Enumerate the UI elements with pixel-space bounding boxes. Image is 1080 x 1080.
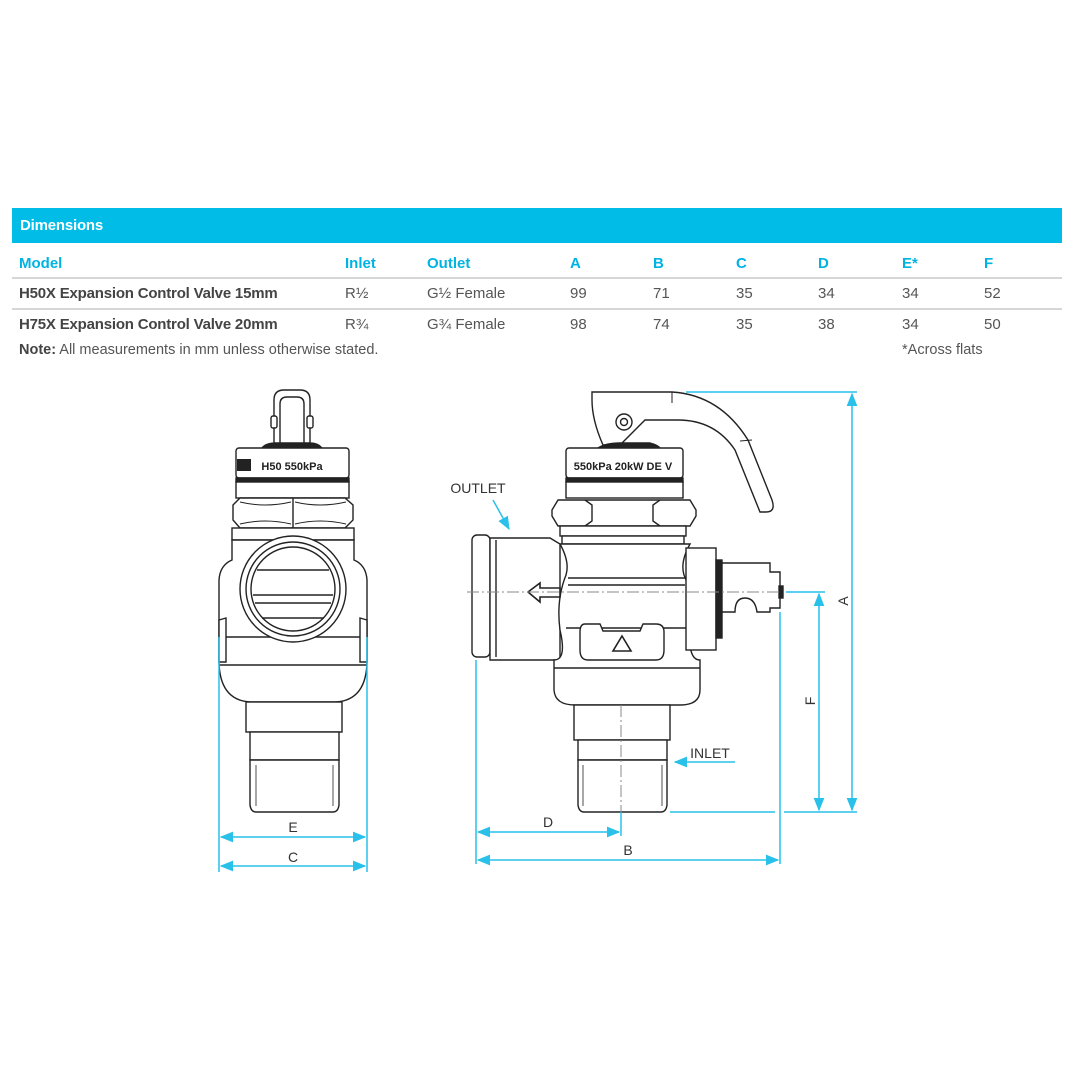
dimension-e-label: E	[288, 819, 297, 835]
outlet-callout-label: OUTLET	[450, 480, 506, 496]
cell-e: 34	[902, 285, 919, 302]
dimension-d-label: D	[543, 814, 553, 830]
cell-inlet: R¾	[345, 316, 369, 333]
header-f: F	[984, 255, 994, 272]
front-cap-marking: H50 550kPa	[261, 461, 323, 473]
dimension-c-label: C	[288, 849, 298, 865]
front-cap-mark-block	[237, 459, 251, 471]
header-e: E*	[902, 255, 918, 272]
cell-b: 74	[653, 316, 670, 333]
front-dimension-lines	[218, 637, 368, 872]
dimensions-table: Model Inlet Outlet A B C D E* F H50X Exp…	[12, 248, 1062, 339]
cell-model: H75X Expansion Control Valve 20mm	[19, 316, 278, 333]
header-c: C	[736, 255, 747, 272]
cell-d: 38	[818, 316, 835, 333]
table-row: H75X Expansion Control Valve 20mm R¾ G¾ …	[12, 310, 1062, 339]
across-flats-footnote: *Across flats	[902, 342, 983, 358]
front-view-valve	[218, 389, 368, 813]
dimensions-header-bar: Dimensions	[12, 208, 1062, 243]
cell-c: 35	[736, 285, 753, 302]
cell-b: 71	[653, 285, 670, 302]
cell-c: 35	[736, 316, 753, 333]
header-a: A	[570, 255, 581, 272]
cell-model: H50X Expansion Control Valve 15mm	[19, 285, 278, 302]
note-text: All measurements in mm unless otherwise …	[56, 342, 379, 358]
cell-inlet: R½	[345, 285, 369, 302]
cell-outlet: G½ Female	[427, 285, 506, 302]
inlet-callout-label: INLET	[690, 745, 730, 761]
dimension-b-label: B	[623, 842, 632, 858]
cell-a: 99	[570, 285, 587, 302]
cell-a: 98	[570, 316, 587, 333]
table-row: H50X Expansion Control Valve 15mm R½ G½ …	[12, 279, 1062, 310]
header-inlet: Inlet	[345, 255, 376, 272]
header-b: B	[653, 255, 664, 272]
header-model: Model	[19, 255, 63, 272]
outlet-callout-arrow	[492, 499, 510, 531]
measurement-note: Note: All measurements in mm unless othe…	[19, 342, 378, 358]
centre-lines	[467, 591, 780, 812]
dimension-f-label: F	[802, 697, 818, 706]
cell-e: 34	[902, 316, 919, 333]
header-d: D	[818, 255, 829, 272]
dimension-a-label: A	[835, 596, 851, 606]
section-title: Dimensions	[20, 217, 104, 234]
cell-f: 50	[984, 316, 1001, 333]
note-label: Note:	[19, 342, 57, 358]
table-header-row: Model Inlet Outlet A B C D E* F	[12, 248, 1062, 279]
header-outlet: Outlet	[427, 255, 471, 272]
cell-d: 34	[818, 285, 835, 302]
side-view-valve	[471, 391, 784, 813]
side-dimension-lines	[475, 391, 858, 866]
cell-f: 52	[984, 285, 1001, 302]
cell-outlet: G¾ Female	[427, 316, 506, 333]
side-cap-marking: 550kPa 20kW DE V	[574, 461, 673, 473]
